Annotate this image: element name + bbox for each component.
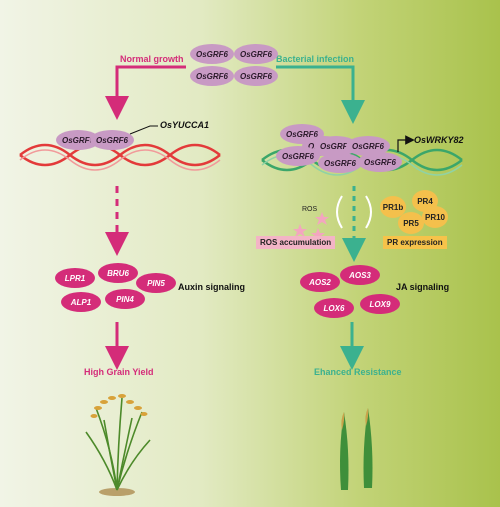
yucca1-gene-label: OsYUCCA1 (160, 120, 210, 130)
pr-expression-box: PR expression (383, 236, 447, 249)
grf6-protein: OsGRF6 (234, 66, 278, 86)
wrky82-pointer (397, 135, 415, 152)
grf6-protein: OsGRF6 (318, 153, 362, 173)
grf6-protein: OsGRF6 (276, 146, 320, 166)
ja-gene: LOX6 (314, 298, 354, 318)
bacterial-infection-path (276, 65, 365, 124)
grf6-protein: OsGRF6 (90, 130, 134, 150)
ja-signaling-label: JA signaling (396, 282, 450, 292)
normal-growth-label: Normal growth (120, 54, 184, 64)
auxin-gene: BRU6 (98, 263, 138, 283)
yucca1-pointer (129, 125, 158, 135)
ros-accumulation-box: ROS accumulation (256, 236, 336, 249)
enhanced-resistance-label: Ehanced Resistance (314, 367, 402, 377)
grf6-protein: OsGRF6 (234, 44, 278, 64)
pr-protein: PR5 (398, 212, 424, 234)
bacterial-infection-label: Bacterial infection (276, 54, 355, 64)
auxin-gene: LPR1 (55, 268, 95, 288)
auxin-gene: PIN5 (136, 273, 176, 293)
ja-gene: LOX9 (360, 294, 400, 314)
grf6-protein: OsGRF6 (56, 130, 100, 150)
ja-gene: AOS2 (300, 272, 340, 292)
normal-growth-path (105, 65, 186, 120)
left-dna-helix (19, 143, 221, 171)
grf6-protein: OsGRF6 (346, 136, 390, 156)
auxin-gene: ALP1 (61, 292, 101, 312)
right-bracket (365, 195, 372, 229)
rice-plant-image (85, 394, 151, 496)
left-bracket (336, 195, 343, 229)
pr-protein: PR1b (380, 196, 406, 218)
grf6-protein: OsGRF6 (190, 66, 234, 86)
ja-gene: AOS3 (340, 265, 380, 285)
high-grain-yield-label: High Grain Yield (84, 367, 154, 377)
pr-protein: PR10 (422, 206, 448, 228)
wrky82-gene-label: OsWRKY82 (414, 135, 464, 145)
auxin-gene: PIN4 (105, 289, 145, 309)
grf6-protein: OsGRF6 (190, 44, 234, 64)
grf6-protein: OsGRF6 (358, 152, 402, 172)
ros-label: ROS (302, 206, 318, 213)
resistant-leaves-image (340, 408, 373, 490)
auxin-signaling-label: Auxin signaling (178, 282, 246, 292)
